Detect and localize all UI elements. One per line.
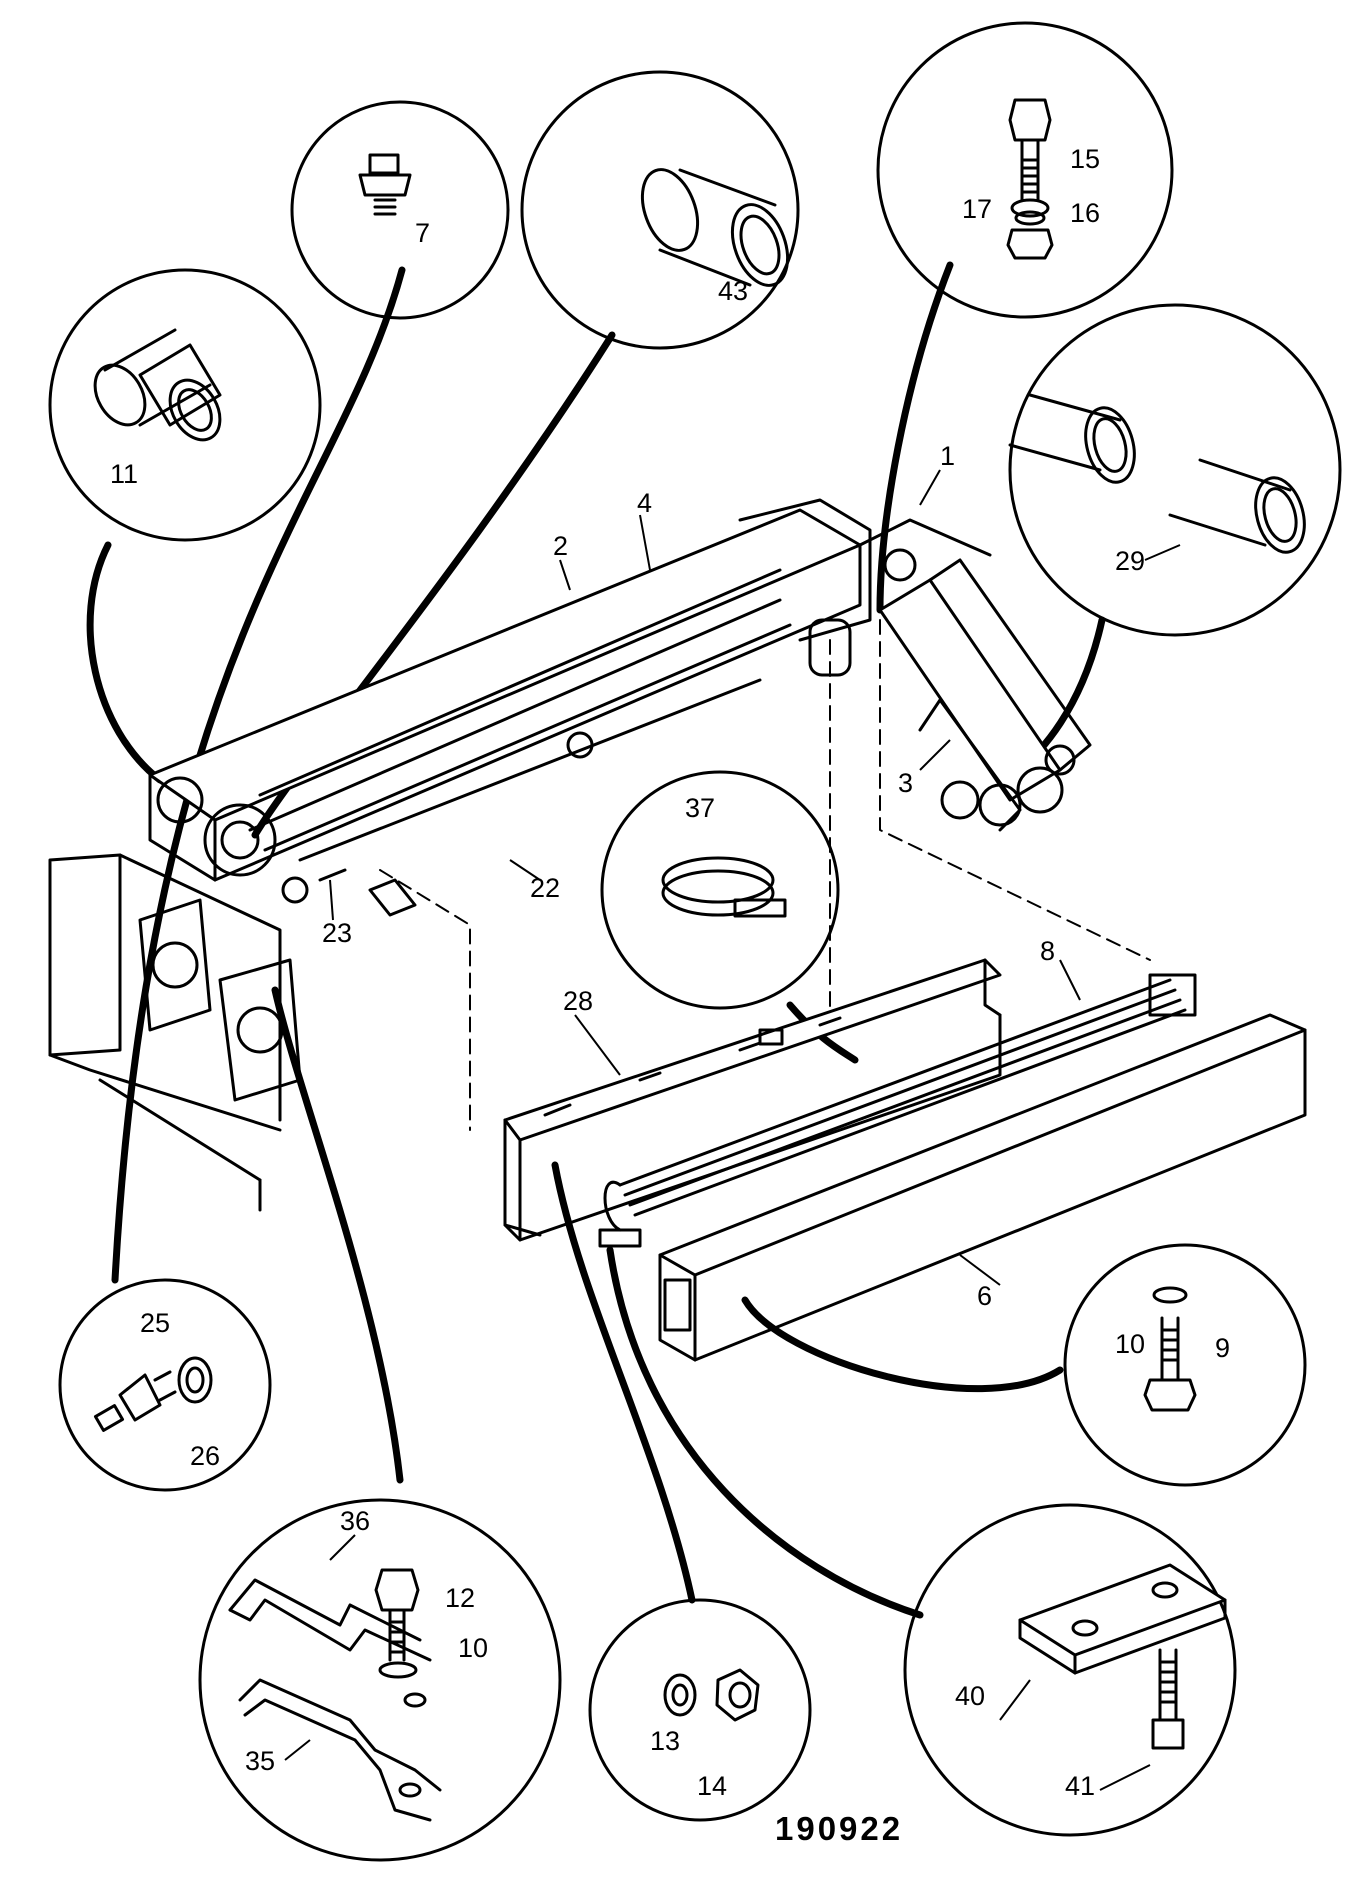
bush-parts-29 — [1008, 393, 1306, 554]
hose-clip-part-37 — [661, 856, 787, 918]
grease-nipple-part-7 — [358, 153, 412, 216]
beam-6 — [658, 1013, 1307, 1362]
nipple-washer-parts-25-26 — [93, 1356, 213, 1432]
bolt-nut-parts-15-17 — [1006, 98, 1054, 260]
leader-lines — [86, 261, 1106, 1619]
callout-13: 13 — [650, 1726, 680, 1756]
callout-labels: 1 2 3 4 6 7 8 9 10 10 11 12 13 14 15 16 … — [110, 144, 1230, 1801]
callout-36: 36 — [340, 1506, 370, 1536]
callout-1: 1 — [940, 441, 955, 471]
detail-circle-37 — [600, 770, 840, 1010]
bush-part-43 — [640, 168, 790, 287]
callout-40: 40 — [955, 1681, 985, 1711]
callout-12: 12 — [445, 1583, 475, 1613]
callout-23: 23 — [322, 918, 352, 948]
callout-22: 22 — [530, 873, 560, 903]
callout-15: 15 — [1070, 144, 1100, 174]
callout-7: 7 — [415, 218, 430, 248]
plate-screw-parts-40-41 — [1018, 1563, 1227, 1750]
callout-37: 37 — [685, 793, 715, 823]
callout-3: 3 — [898, 768, 913, 798]
callout-28: 28 — [563, 986, 593, 1016]
callout-35: 35 — [245, 1746, 275, 1776]
chassis-frame — [48, 853, 302, 1212]
callout-43: 43 — [718, 276, 748, 306]
stabiliser-arm — [878, 558, 1092, 832]
detail-circle-9-10 — [1063, 1243, 1307, 1487]
detail-circles — [48, 21, 1342, 1862]
callout-6: 6 — [977, 1281, 992, 1311]
callout-9: 9 — [1215, 1333, 1230, 1363]
detail-circle-35-36 — [198, 1498, 562, 1862]
detail-circle-13-14 — [588, 1598, 812, 1822]
callout-11: 11 — [110, 459, 138, 489]
callout-14: 14 — [697, 1771, 727, 1801]
callout-29: 29 — [1115, 546, 1145, 576]
detail-circle-7 — [290, 100, 510, 320]
callout-10a: 10 — [1115, 1329, 1145, 1359]
clamp-parts-35-36 — [228, 1568, 442, 1822]
callout-4: 4 — [637, 488, 652, 518]
callout-10b: 10 — [458, 1633, 488, 1663]
callout-8: 8 — [1040, 936, 1055, 966]
callout-17: 17 — [962, 194, 992, 224]
boom-assembly — [148, 498, 992, 917]
detail-circle-11 — [48, 268, 322, 542]
assembly-dashed-lines — [379, 619, 1151, 1131]
callout-2: 2 — [553, 531, 568, 561]
callout-41: 41 — [1065, 1771, 1095, 1801]
detail-circle-29 — [1008, 303, 1342, 637]
detail-circle-15-16-17 — [876, 21, 1174, 319]
bolt-washer-parts-9-10 — [1143, 1286, 1197, 1412]
callout-leaders — [284, 469, 1181, 1791]
detail-circle-43 — [520, 70, 800, 350]
detail-circle-25-26 — [58, 1278, 272, 1492]
drawing-number: 190922 — [775, 1810, 903, 1847]
callout-26: 26 — [190, 1441, 220, 1471]
callout-16: 16 — [1070, 198, 1100, 228]
detail-circle-40-41 — [903, 1503, 1237, 1837]
bush-part-11 — [93, 328, 222, 442]
callout-25: 25 — [140, 1308, 170, 1338]
hoses-8 — [598, 973, 1197, 1248]
washer-nut-parts-13-14 — [663, 1668, 760, 1722]
